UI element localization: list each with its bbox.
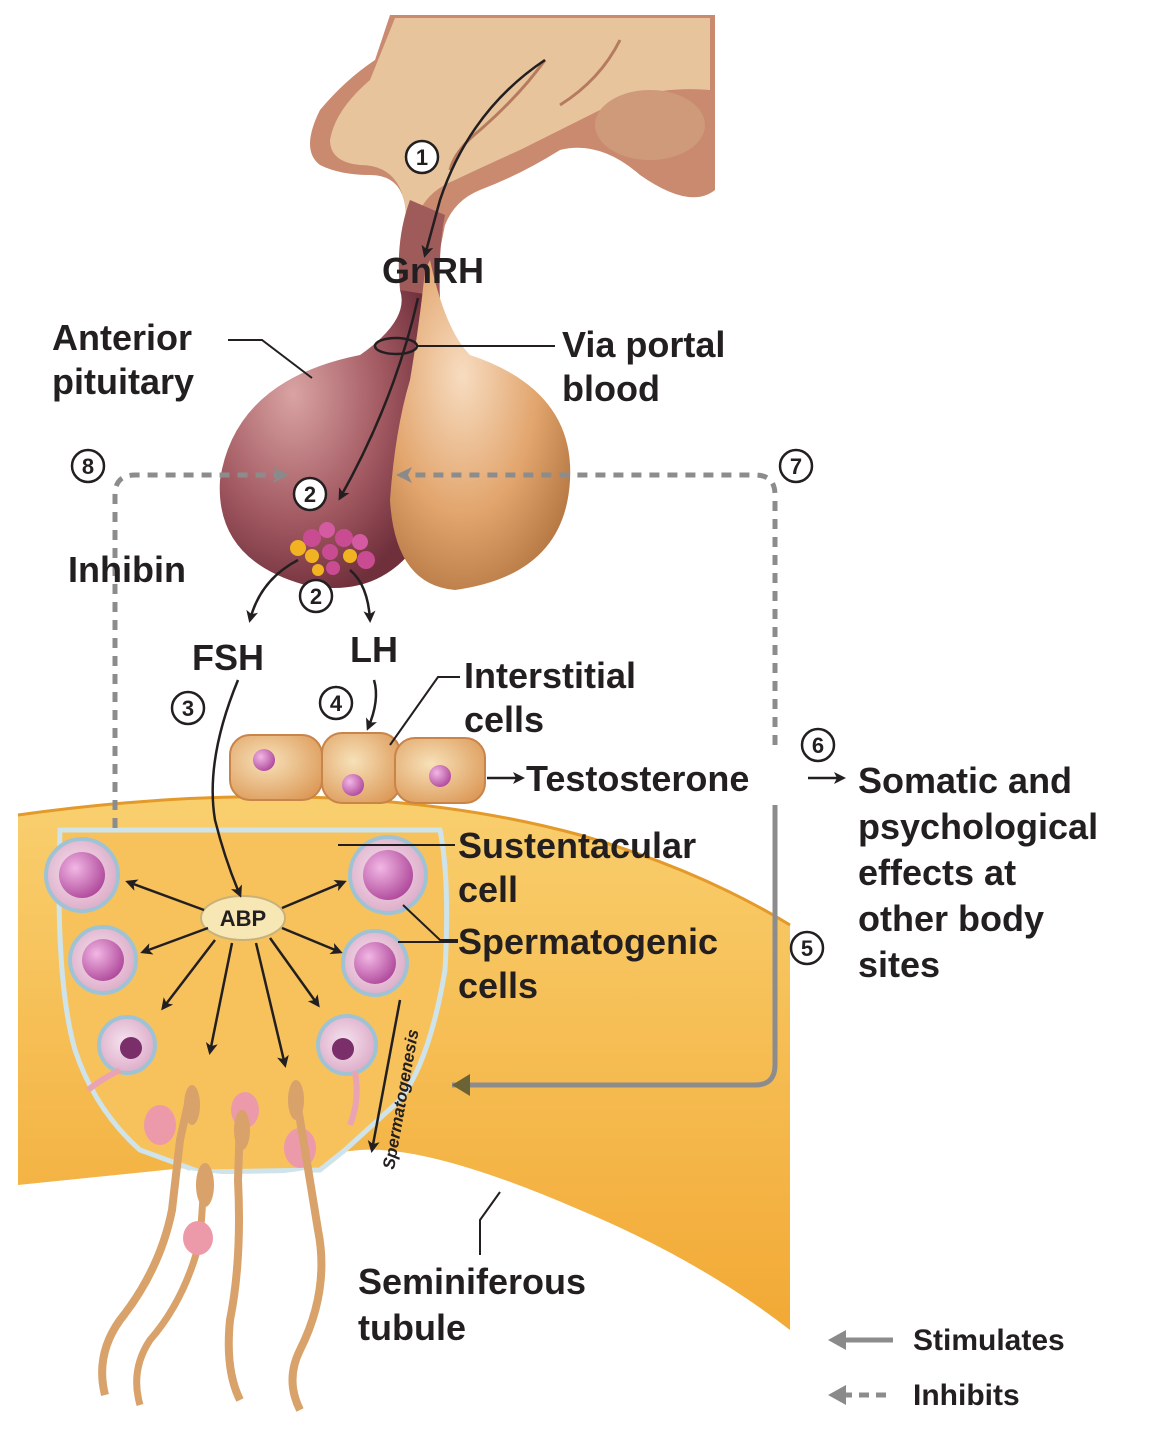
interstitial-label-1: Interstitial bbox=[464, 655, 636, 696]
somatic-label-3: effects at bbox=[858, 852, 1016, 893]
step-3-marker: 3 bbox=[170, 690, 206, 726]
step-1-number: 1 bbox=[416, 145, 428, 170]
gnrh-portal-arrow bbox=[338, 297, 420, 501]
abp-label: ABP bbox=[220, 906, 266, 931]
fsh-label: FSH bbox=[192, 637, 264, 678]
legend-inhibits: Inhibits bbox=[828, 1379, 1020, 1412]
interstitial-label-2: cells bbox=[464, 699, 544, 740]
inhibin-label: Inhibin bbox=[68, 549, 186, 590]
stimulate-arrows bbox=[125, 58, 846, 1153]
step-2b-marker: 2 bbox=[298, 578, 334, 614]
abp-arrow-2 bbox=[140, 926, 209, 955]
step-6-marker: 6 bbox=[800, 727, 836, 763]
sperm-illustration bbox=[98, 1080, 326, 1412]
anterior-pituitary-label-2: pituitary bbox=[52, 361, 194, 402]
gnrh-label: GnRH bbox=[382, 250, 484, 291]
spermatogenic-cells-illustration bbox=[44, 835, 428, 1127]
step-5-number: 5 bbox=[801, 936, 813, 961]
hormone-granules bbox=[290, 522, 375, 576]
step-8-number: 8 bbox=[82, 454, 94, 479]
step-7-number: 7 bbox=[790, 454, 802, 479]
abp-arrow-8 bbox=[281, 879, 347, 910]
legend-inhibits-label: Inhibits bbox=[913, 1379, 1020, 1412]
sustentacular-label-1: Sustentacular bbox=[458, 825, 696, 866]
feedback-paths bbox=[112, 467, 778, 828]
lh-release-arrow bbox=[349, 569, 376, 623]
fsh-release-arrow bbox=[246, 558, 299, 623]
abp-arrow-1 bbox=[125, 879, 205, 912]
abp-arrow-3 bbox=[161, 939, 216, 1011]
via-portal-label-2: blood bbox=[562, 368, 660, 409]
step-8-marker: 8 bbox=[70, 448, 106, 484]
step-2a-number: 2 bbox=[304, 482, 316, 507]
via-portal-label-1: Via portal bbox=[562, 324, 725, 365]
step-4-number: 4 bbox=[330, 691, 343, 716]
anterior-pituitary-label-1: Anterior bbox=[52, 317, 192, 358]
somatic-label-1: Somatic and bbox=[858, 760, 1072, 801]
interstitial-cells-illustration bbox=[229, 732, 486, 804]
abp-node: ABP bbox=[200, 895, 286, 941]
spermatogenesis-arrow bbox=[367, 999, 402, 1153]
hypothalamus-illustration bbox=[310, 15, 715, 300]
step-3-number: 3 bbox=[182, 696, 194, 721]
pituitary-illustration bbox=[219, 260, 571, 590]
spermatogenic-label-1: Spermatogenic bbox=[458, 921, 718, 962]
spermatogenic-label-2: cells bbox=[458, 965, 538, 1006]
step-markers: 1 2 2 3 4 5 6 7 bbox=[70, 139, 836, 966]
legend: Stimulates Inhibits bbox=[828, 1324, 1065, 1412]
step-7-marker: 7 bbox=[778, 448, 814, 484]
abp-arrow-5 bbox=[254, 942, 289, 1068]
sustentacular-label-2: cell bbox=[458, 869, 518, 910]
testosterone-to-tubule-path bbox=[452, 805, 778, 1096]
inhibin-feedback-line bbox=[112, 467, 289, 828]
step-4-marker: 4 bbox=[318, 685, 354, 721]
step-1-marker: 1 bbox=[404, 139, 440, 175]
leader-lines bbox=[228, 339, 555, 1255]
gnrh-release-arrow bbox=[421, 58, 546, 258]
text-labels: GnRH Anterior pituitary Via portal blood… bbox=[52, 250, 1098, 1348]
somatic-label-2: psychological bbox=[858, 806, 1098, 847]
abp-arrow-6 bbox=[268, 937, 320, 1008]
lh-label: LH bbox=[350, 629, 398, 670]
step-2a-marker: 2 bbox=[292, 476, 328, 512]
step-5-marker: 5 bbox=[789, 930, 825, 966]
legend-stimulates: Stimulates bbox=[828, 1324, 1065, 1357]
seminiferous-label-2: tubule bbox=[358, 1307, 466, 1348]
lh-to-interstitial-arrow bbox=[366, 679, 378, 731]
somatic-label-4: other body bbox=[858, 898, 1044, 939]
step-6-number: 6 bbox=[812, 733, 824, 758]
seminiferous-label-1: Seminiferous bbox=[358, 1261, 586, 1302]
step-2b-number: 2 bbox=[310, 584, 322, 609]
somatic-label-5: sites bbox=[858, 944, 940, 985]
testosterone-label: Testosterone bbox=[526, 758, 749, 799]
abp-arrow-4 bbox=[205, 942, 234, 1055]
legend-stimulates-label: Stimulates bbox=[913, 1324, 1065, 1357]
abp-arrow-7 bbox=[281, 926, 343, 955]
fsh-to-abp-arrow bbox=[211, 679, 242, 898]
